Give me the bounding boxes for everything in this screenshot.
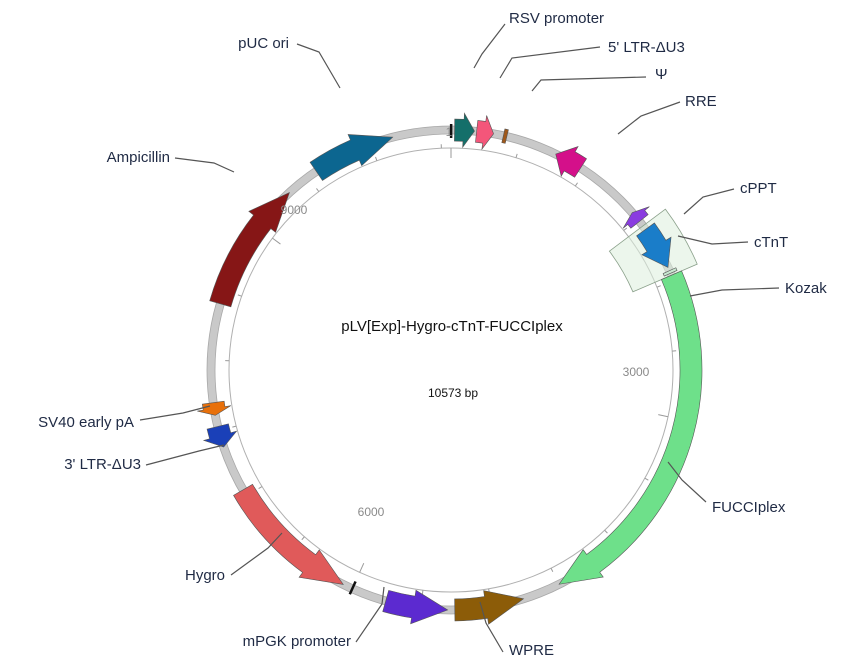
- scale-tick: [604, 529, 608, 534]
- label-sv40-early-pa: SV40 early pA: [38, 414, 134, 431]
- scale-tick: [658, 414, 669, 418]
- leader-rre: [617, 101, 681, 135]
- scale-tick: [515, 153, 518, 158]
- scale-tick: [359, 563, 365, 573]
- scale-tick: [272, 237, 281, 245]
- label-rsv-promoter: RSV promoter: [509, 10, 604, 27]
- scale-tick: [237, 294, 242, 297]
- leader-sv40-early-pa: [139, 405, 211, 421]
- leader-hygro: [230, 532, 283, 576]
- leader-cppt: [683, 188, 735, 215]
- scale-tick: [258, 486, 263, 490]
- leader-ampicillin: [174, 157, 235, 173]
- feature-ampicillin-arrow: [209, 191, 290, 308]
- leader-puc-ori: [296, 43, 341, 89]
- scale-tick: [574, 182, 578, 187]
- leader-5-ltr-u3: [499, 46, 601, 79]
- label-3-ltr-u3: 3' LTR-ΔU3: [64, 456, 141, 473]
- scale-tick: [623, 227, 628, 231]
- feature-wpre-arrow: [454, 590, 525, 625]
- label-ctnt: cTnT: [754, 234, 788, 251]
- label-wpre: WPRE: [509, 642, 554, 659]
- leader-kozak: [689, 287, 780, 297]
- scale-tick: [656, 285, 661, 288]
- scale-tick: [232, 425, 237, 428]
- feature-5-ltr-u3-arrow: [475, 115, 494, 151]
- plasmid-name: pLV[Exp]-Hygro-cTnT-FUCCIplex: [341, 318, 563, 335]
- feature-cppt-arrow: [622, 206, 650, 229]
- leader-ctnt: [677, 235, 749, 245]
- label-puc-ori: pUC ori: [238, 35, 289, 52]
- scale-tick: [301, 536, 305, 541]
- feature-rre-arrow: [555, 146, 587, 178]
- label-: Ψ: [655, 66, 668, 83]
- label-fucciplex: FUCCIplex: [712, 499, 786, 516]
- feature-ctnt-arrow: [636, 222, 672, 268]
- leader-rsv-promoter: [473, 23, 506, 69]
- position-marker: [348, 580, 357, 595]
- leader-mpgk-promoter: [355, 586, 385, 643]
- label-5-ltr-u3: 5' LTR-ΔU3: [608, 39, 685, 56]
- scale-tick: [375, 156, 378, 161]
- leader-fucciplex: [667, 461, 707, 503]
- scale-tick: [316, 188, 320, 192]
- plasmid-size: 10573 bp: [428, 386, 478, 400]
- feature-fucciplex-arrow: [558, 270, 703, 585]
- feature-rsv-promoter-arrow: [454, 112, 475, 149]
- position-label-3000: 3000: [623, 365, 650, 379]
- feature-arrows: [197, 112, 703, 625]
- feature-mpgk-promoter-arrow: [382, 589, 449, 625]
- leader-: [531, 76, 647, 92]
- feature-sv40-early-pa-arrow: [197, 400, 232, 416]
- label-rre: RRE: [685, 93, 717, 110]
- label-leaders: [139, 23, 780, 653]
- feature-kozak-arrow: [662, 267, 678, 277]
- position-label-1: 1: [446, 125, 453, 139]
- label-ampicillin: Ampicillin: [107, 149, 170, 166]
- label-mpgk-promoter: mPGK promoter: [243, 633, 351, 650]
- position-label-6000: 6000: [358, 505, 385, 519]
- feature-hygro-arrow: [233, 483, 344, 585]
- feature--arrow: [501, 128, 509, 144]
- scale-tick: [421, 590, 424, 595]
- label-kozak: Kozak: [785, 280, 827, 297]
- position-label-9000: 9000: [281, 203, 308, 217]
- label-cppt: cPPT: [740, 180, 777, 197]
- feature-3-ltr-u3-arrow: [202, 423, 238, 448]
- feature-puc-ori-arrow: [309, 134, 394, 181]
- leader-wpre: [479, 601, 504, 653]
- scale-tick: [550, 567, 554, 572]
- leader-3-ltr-u3: [145, 444, 225, 466]
- scale-tick: [644, 477, 649, 481]
- label-hygro: Hygro: [185, 567, 225, 584]
